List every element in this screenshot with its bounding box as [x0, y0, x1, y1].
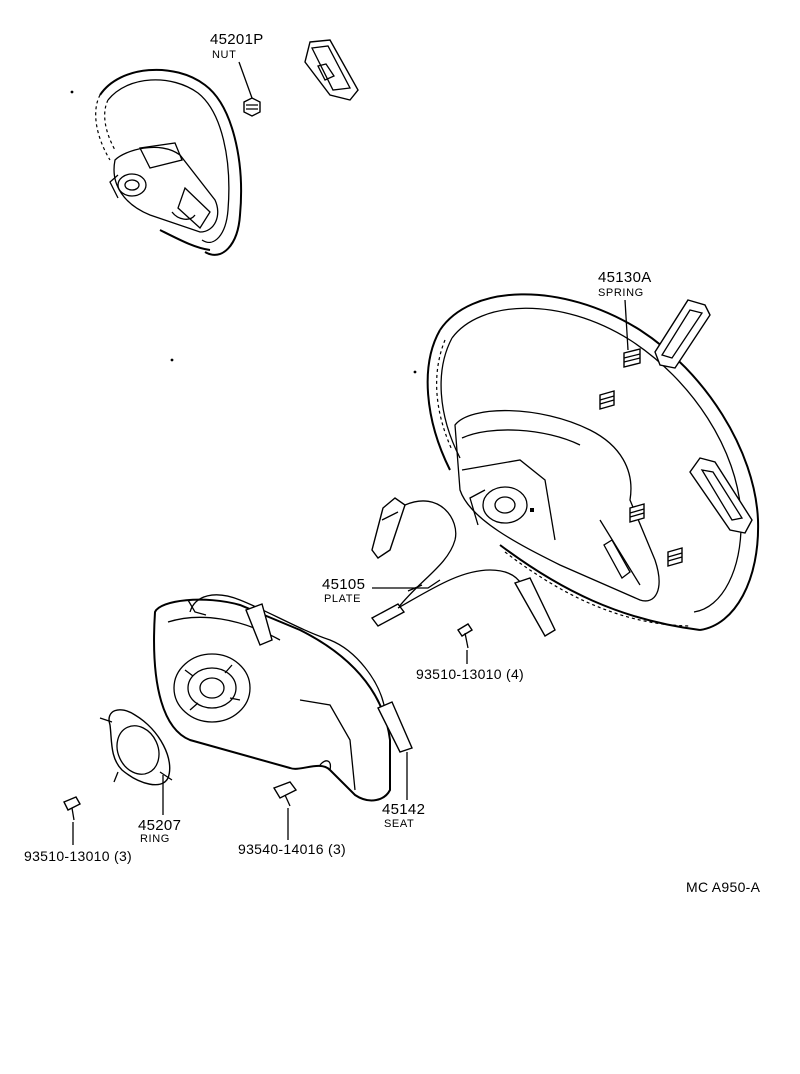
- screw-a-drawing: [457, 623, 473, 664]
- ring-part-name: RING: [140, 833, 170, 845]
- ring-45207-drawing: [99, 709, 173, 815]
- screw-a-part-number: 93510-13010 (4): [416, 666, 525, 682]
- nut-part-number: 45201P: [210, 31, 264, 48]
- spring-part-number: 45130A: [598, 269, 652, 286]
- nut-part-name: NUT: [212, 49, 237, 61]
- plate-leader-line: [372, 579, 441, 589]
- horn-pad-top: [304, 39, 359, 101]
- screw-b-part-number: 93510-13010 (3): [24, 848, 133, 864]
- horn-pad-right-lower: [689, 457, 753, 534]
- seat-45142-drawing: [153, 594, 413, 802]
- screw-c-drawing: [272, 781, 298, 840]
- spring-45130a-drawing: [623, 299, 641, 368]
- steering-wheel-small: [95, 68, 243, 256]
- plate-part-name: PLATE: [324, 593, 362, 605]
- horn-pad-right-upper: [654, 299, 711, 369]
- screw-b-drawing: [63, 796, 81, 845]
- seat-part-name: SEAT: [384, 818, 415, 830]
- seat-part-number: 45142: [382, 801, 426, 818]
- plate-part-number: 45105: [322, 576, 366, 593]
- ring-part-number: 45207: [138, 817, 182, 834]
- steering-wheel-large: [426, 293, 760, 631]
- spring-part-name: SPRING: [598, 287, 644, 299]
- screw-c-part-number: 93540-14016 (3): [238, 841, 347, 857]
- nut-45201p-drawing: [238, 61, 261, 117]
- plate-45105-drawing: [370, 497, 556, 637]
- diagram-code: MC A950-A: [686, 879, 761, 895]
